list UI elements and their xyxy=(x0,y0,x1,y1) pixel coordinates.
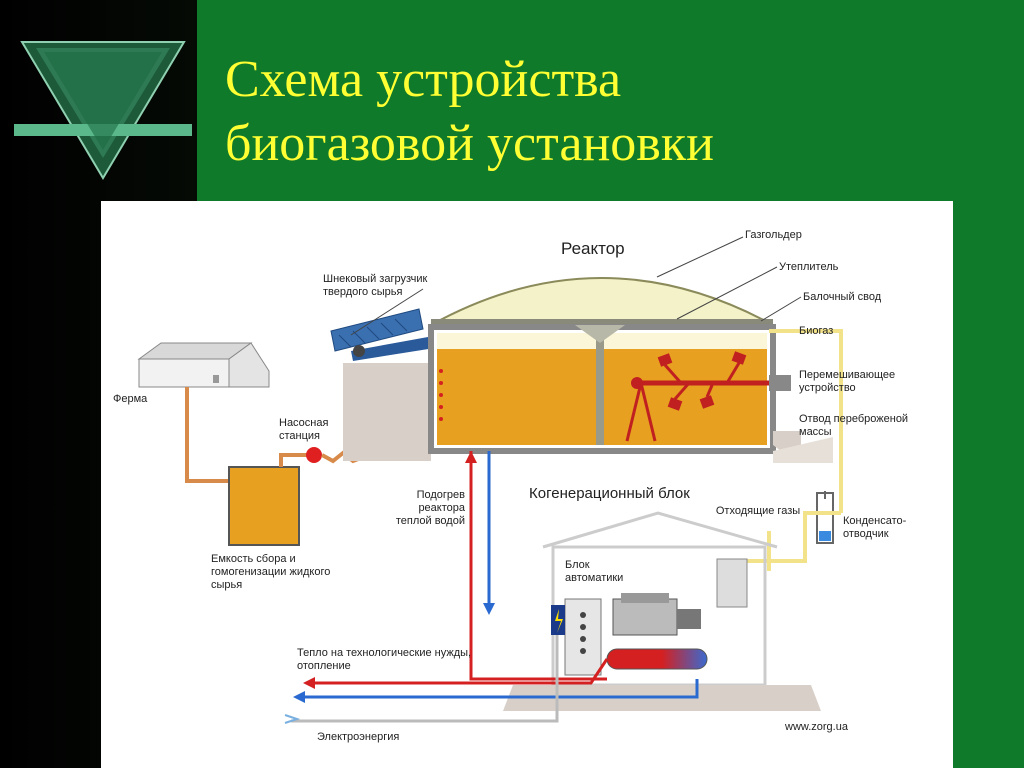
label-mixer: Перемешивающее устройство xyxy=(799,369,896,394)
tank-icon xyxy=(228,466,300,546)
title-line-2: биогазовой установки xyxy=(225,115,714,172)
label-website: www.zorg.ua xyxy=(785,721,848,733)
mixer-icon xyxy=(625,351,791,442)
label-electricity: Электроэнергия xyxy=(317,731,400,743)
label-beam-vault: Балочный свод xyxy=(803,291,882,303)
label-gasholder: Газгольдер xyxy=(745,229,802,241)
label-cogeneration-block: Когенерационный блок xyxy=(529,485,690,502)
automation-cabinet-icon xyxy=(551,598,602,676)
electricity-line xyxy=(291,635,559,723)
condensate-trap-icon xyxy=(816,491,834,544)
control-panel xyxy=(716,558,748,608)
slide-title: Схема устройства биогазовой установки xyxy=(225,48,714,176)
callout-lines xyxy=(350,236,802,336)
label-biogas: Биогаз xyxy=(799,325,834,337)
gasholder-dome xyxy=(430,277,774,326)
label-process-heat: Тепло на технологические нужды, отоплени… xyxy=(297,647,472,672)
farm-building-icon xyxy=(137,342,270,388)
heating-coil xyxy=(439,369,443,421)
biogas-pipe xyxy=(769,329,843,513)
reactor-support xyxy=(596,327,604,445)
diagram-drawing xyxy=(137,236,843,724)
label-exhaust-gases: Отходящие газы xyxy=(715,505,801,517)
process-return-pipe xyxy=(297,679,699,699)
pump-pipe xyxy=(279,453,313,467)
label-tank: Емкость сбора и гомогенизации жидкого сы… xyxy=(211,553,331,591)
label-screw-loader: Шнековый загрузчик твердого сырья xyxy=(323,273,428,298)
heat-exchanger-icon xyxy=(606,648,708,670)
label-reactor-heating: Подогрев реактора теплой водой xyxy=(395,489,465,527)
label-pump-station: Насосная станция xyxy=(279,417,329,442)
label-digestate-outlet: Отвод переброженой массы xyxy=(799,413,909,438)
biogas-plant-diagram: Реактор Газгольдер Утеплитель Балочный с… xyxy=(101,201,953,768)
hot-water-pipe xyxy=(469,451,607,681)
engine-generator-icon xyxy=(612,593,701,636)
title-line-1: Схема устройства xyxy=(225,51,622,108)
triangle-logo-icon xyxy=(14,41,192,180)
farm-feed-pipe xyxy=(185,387,229,483)
label-reactor: Реактор xyxy=(561,239,625,258)
pump-icon xyxy=(306,447,322,463)
label-automation-block: Блок автоматики xyxy=(565,559,624,584)
label-farm: Ферма xyxy=(113,393,148,405)
screw-loader-icon xyxy=(330,308,441,361)
beam-vault xyxy=(431,319,773,327)
process-heat-pipe xyxy=(307,658,609,685)
label-condensate-trap: Конденсато-отводчик xyxy=(843,515,907,540)
label-insulation: Утеплитель xyxy=(779,261,839,273)
ground-mound xyxy=(343,363,431,461)
